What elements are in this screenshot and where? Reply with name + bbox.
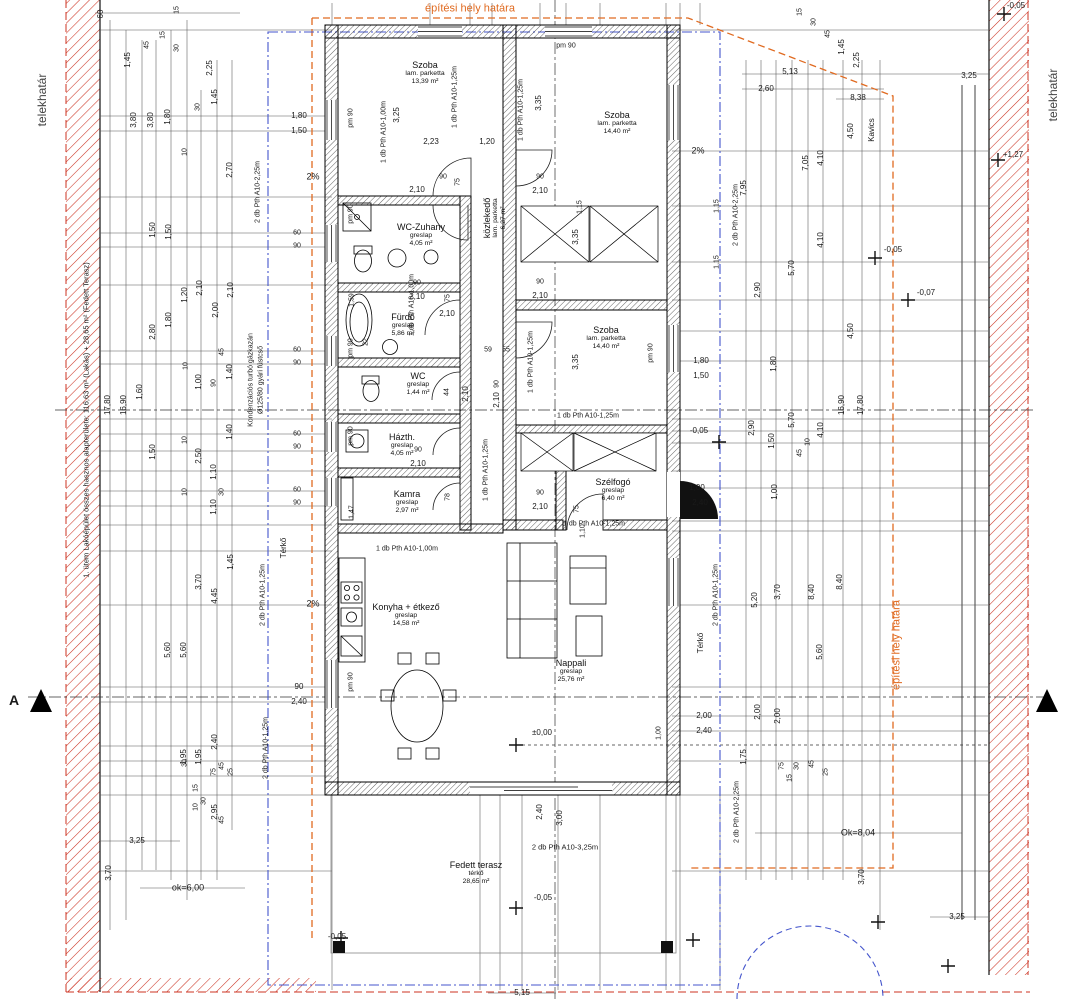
shower-tray [342, 202, 372, 232]
terrace-outline [330, 794, 677, 954]
furniture-living [506, 542, 607, 659]
section-triangle-right [1036, 689, 1058, 712]
armchair [569, 555, 607, 605]
survey-axis-blue [267, 31, 884, 1000]
kitchen-sink [340, 607, 363, 627]
dimension-lines [95, 3, 990, 994]
washbasin [423, 249, 439, 265]
stove [340, 581, 363, 604]
toilet [362, 380, 380, 402]
coffee-table [575, 615, 603, 657]
washbasin [382, 339, 398, 355]
dining-table [390, 669, 444, 743]
plot-boundary-right [961, 0, 1029, 975]
bathtub [345, 293, 373, 347]
chair [397, 747, 412, 760]
entry-door-swing [680, 481, 718, 519]
chair [425, 747, 440, 760]
pantry-shelf [340, 477, 354, 521]
washing-machine [345, 429, 369, 453]
plot-boundary-left [65, 0, 1030, 993]
chair [425, 652, 440, 665]
kitchen-counter [338, 557, 366, 663]
sofa [506, 542, 558, 659]
chair [397, 652, 412, 665]
section-triangle-left [30, 689, 52, 712]
chair [380, 689, 395, 702]
axis-lines [28, 0, 1050, 1000]
furniture-bathroom [340, 202, 439, 521]
furniture-dining [380, 652, 457, 760]
survey-crosses [334, 7, 1011, 973]
washbasin [387, 248, 407, 268]
building-site-boundary-line [311, 17, 894, 940]
fridge [340, 635, 363, 657]
toilet [354, 249, 372, 273]
section-markers [30, 689, 1058, 712]
chair [442, 689, 457, 702]
doors [424, 149, 718, 531]
builtin-closets [520, 205, 659, 472]
windows [325, 25, 680, 795]
furniture-kitchen [338, 557, 366, 663]
